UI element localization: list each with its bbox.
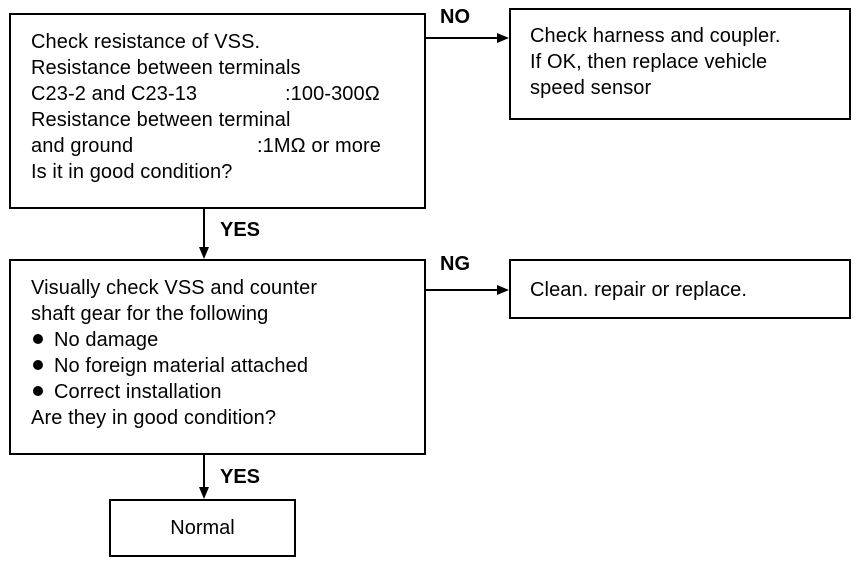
box2-line-2: shaft gear for the following — [31, 303, 269, 325]
ng-label: NG — [440, 253, 470, 275]
bullet-text: Correct installation — [54, 381, 222, 403]
bullet-item: No foreign material attached — [31, 353, 317, 379]
check-vss-resistance-box: Check resistance of VSS. Resistance betw… — [9, 13, 426, 209]
box2-line-1: Visually check VSS and counter — [31, 277, 318, 299]
box1-line-6: Is it in good condition? — [31, 161, 233, 183]
bullet-item: Correct installation — [31, 379, 317, 405]
check-harness-text: Check harness and coupler. If OK, then r… — [530, 23, 781, 101]
no-label: NO — [440, 6, 470, 28]
bullet-icon — [33, 333, 43, 344]
arrowhead-ng — [497, 285, 509, 295]
bullet-icon — [33, 385, 43, 396]
yes-label-2: YES — [220, 466, 261, 488]
arrowhead-yes-2 — [199, 487, 209, 499]
harness-line-2: If OK, then replace vehicle — [530, 51, 768, 73]
box2-line-last: Are they in good condition? — [31, 407, 277, 429]
normal-box: Normal — [109, 499, 296, 557]
visual-check-box: Visually check VSS and counter shaft gea… — [9, 259, 426, 455]
harness-line-1: Check harness and coupler. — [530, 25, 781, 47]
check-harness-box: Check harness and coupler. If OK, then r… — [509, 8, 851, 120]
box1-line-4: Resistance between terminal — [31, 109, 291, 131]
box1-line-3: C23-2 and C23-13 :100-300Ω — [31, 81, 381, 107]
bullet-item: No damage — [31, 327, 317, 353]
yes-label-1: YES — [220, 219, 261, 241]
resistance-range-value: :100-300Ω — [285, 83, 380, 105]
arrowhead-no — [497, 33, 509, 43]
terminal-pair-label: C23-2 and C23-13 — [31, 83, 198, 105]
ground-label: and ground — [31, 135, 134, 157]
check-vss-resistance-text: Check resistance of VSS. Resistance betw… — [31, 29, 381, 185]
clean-repair-text: Clean. repair or replace. — [530, 279, 748, 301]
harness-line-3: speed sensor — [530, 77, 652, 99]
visual-check-text: Visually check VSS and counter shaft gea… — [31, 275, 317, 431]
normal-text: Normal — [170, 517, 235, 539]
ground-resistance-value: :1MΩ or more — [257, 135, 381, 157]
box1-line-1: Check resistance of VSS. — [31, 31, 261, 53]
bullet-text: No foreign material attached — [54, 355, 309, 377]
box1-line-5: and ground :1MΩ or more — [31, 133, 381, 159]
bullet-text: No damage — [54, 329, 159, 351]
clean-repair-box: Clean. repair or replace. — [509, 259, 851, 319]
box1-line-2: Resistance between terminals — [31, 57, 301, 79]
arrowhead-yes-1 — [199, 247, 209, 259]
bullet-icon — [33, 359, 43, 370]
